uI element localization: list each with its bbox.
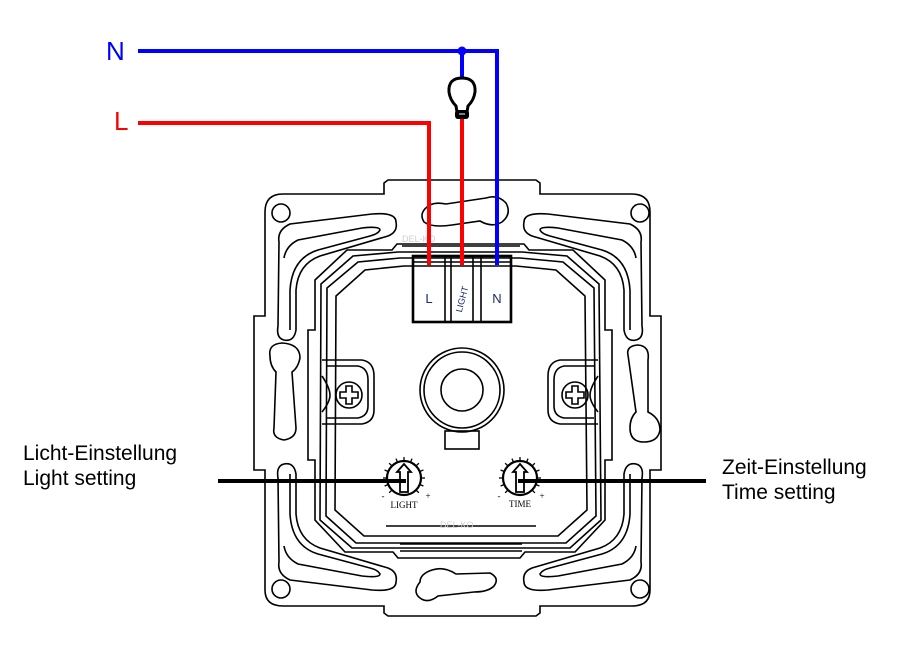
live-wire-label: L [114, 106, 129, 136]
neutral-wire [138, 46, 499, 265]
light-knob-minus: - [382, 491, 385, 501]
screw-clamp-right [547, 359, 599, 425]
time-knob-minus: - [498, 491, 501, 501]
knob-tick [531, 489, 536, 494]
time-setting-callout: Zeit-Einstellung Time setting [722, 455, 867, 505]
knob-tick [504, 462, 509, 467]
light-knob-plus: + [425, 491, 430, 501]
inner-housing [307, 243, 613, 559]
screw-left [335, 381, 363, 409]
knob-tick [415, 462, 420, 467]
light-bulb-icon [447, 76, 477, 119]
terminal-label-light: LIGHT [454, 285, 471, 314]
mounting-plate [253, 179, 662, 617]
phillips-cross-right-icon [565, 385, 585, 405]
light-setting-knob[interactable] [383, 457, 425, 497]
watermark-bottom: DEL-KO [440, 520, 474, 530]
keyhole-slot-bottom [415, 567, 498, 602]
time-knob-plus: + [539, 491, 544, 501]
light-knob-label: LIGHT [391, 500, 418, 510]
light-setting-label-en: Light setting [23, 467, 137, 490]
screw-clamp-left [321, 359, 375, 425]
knob-tick [535, 483, 540, 487]
keyhole-slot-right [626, 344, 661, 443]
knob-tick [525, 458, 529, 463]
knob-tick [511, 458, 515, 463]
light-setting-label-de: Licht-Einstellung [23, 442, 178, 465]
neutral-wire-label: N [106, 36, 125, 66]
knob-tick [535, 469, 540, 473]
keyhole-slot-left [268, 342, 301, 441]
knob-tick [388, 462, 393, 467]
sensor-lens [419, 347, 505, 450]
knob-tick [409, 458, 413, 463]
terminal-label-n: N [492, 291, 501, 306]
frame-cutouts [276, 212, 644, 592]
knob-pointer-arrow-icon [511, 462, 529, 493]
corner-hole-top-right [630, 203, 650, 223]
corner-hole-bottom-right [630, 579, 650, 599]
corner-hole-top-left [271, 203, 291, 223]
knob-tick [504, 489, 509, 494]
screw-right [561, 381, 589, 409]
keyhole-slot-top [421, 196, 510, 227]
wire-junction [457, 46, 467, 56]
phillips-cross-left-icon [339, 385, 359, 405]
time-setting-label-de: Zeit-Einstellung [722, 456, 867, 479]
live-wire [138, 121, 431, 265]
knob-tick [384, 469, 389, 473]
knob-tick [419, 469, 424, 473]
watermark-top: DEL-KO [402, 234, 436, 244]
time-setting-label-en: Time setting [722, 481, 836, 504]
knob-tick [531, 462, 536, 467]
light-setting-callout: Licht-Einstellung Light setting [23, 441, 177, 491]
knob-pointer-arrow-icon [395, 462, 413, 493]
knob-tick [395, 458, 399, 463]
time-setting-knob[interactable] [499, 457, 541, 497]
corner-hole-bottom-left [271, 579, 291, 599]
time-knob-label: TIME [509, 499, 531, 509]
terminal-label-l: L [425, 291, 432, 306]
knob-tick [500, 469, 505, 473]
knob-tick [419, 483, 424, 487]
knob-tick [388, 489, 393, 494]
knob-tick [500, 483, 505, 487]
knob-tick [384, 483, 389, 487]
knob-tick [415, 489, 420, 494]
